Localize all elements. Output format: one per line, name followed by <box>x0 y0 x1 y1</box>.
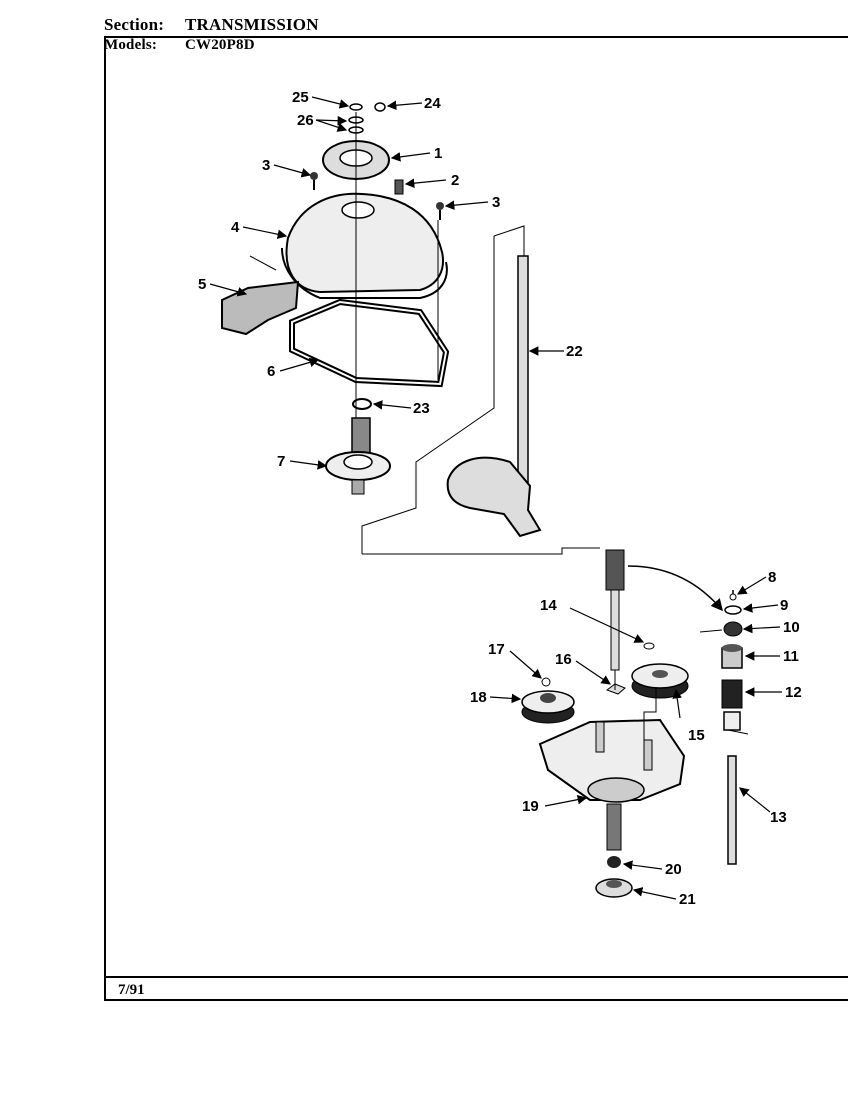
part-retainer-8 <box>729 590 737 601</box>
part-crank-gear-15 <box>631 663 689 699</box>
part-gear-case-cover-4 <box>281 192 448 299</box>
callout-8: 8 <box>768 569 776 586</box>
callout-13: 13 <box>770 809 787 826</box>
callout-18: 18 <box>470 689 487 706</box>
callout-25: 25 <box>292 89 309 106</box>
callout-6: 6 <box>267 363 275 380</box>
part-agitator-shaft-13 <box>723 711 741 865</box>
part-washer-14 <box>643 642 655 650</box>
part-bearing-20 <box>607 856 621 868</box>
part-retainer-17 <box>541 677 551 687</box>
callout-3b: 3 <box>492 194 500 211</box>
section-label: Section: <box>104 15 165 34</box>
part-cam-11 <box>721 644 743 669</box>
callout-2: 2 <box>451 172 459 189</box>
callout-26: 26 <box>297 112 314 129</box>
callout-4: 4 <box>231 219 240 236</box>
part-screw-3a <box>310 172 318 190</box>
part-retainer-25 <box>349 103 363 111</box>
callout-12: 12 <box>785 684 802 701</box>
callout-5: 5 <box>198 276 206 293</box>
callout-22: 22 <box>566 343 583 360</box>
callout-24: 24 <box>424 95 441 112</box>
part-drive-gear-18 <box>521 690 575 724</box>
callout-23: 23 <box>413 400 430 417</box>
callout-9: 9 <box>780 597 788 614</box>
part-screw-3b <box>436 202 444 220</box>
callout-11: 11 <box>783 648 799 665</box>
part-bushing-10 <box>723 621 743 637</box>
part-input-shaft <box>605 549 625 671</box>
part-washer-16 <box>605 683 626 695</box>
callout-labels: 25 26 24 1 2 3 3 4 5 6 23 7 22 8 9 10 11 <box>198 89 802 908</box>
diagram-frame <box>104 36 848 1001</box>
callout-20: 20 <box>665 861 682 878</box>
callout-15: 15 <box>688 727 705 744</box>
callout-16: 16 <box>555 651 572 668</box>
lower-leader-lines <box>614 629 749 740</box>
footer-date: 7/91 <box>118 982 145 998</box>
section-value: TRANSMISSION <box>185 15 319 34</box>
part-gear-case-19 <box>538 718 686 851</box>
callout-14: 14 <box>540 597 557 614</box>
callout-7: 7 <box>277 453 285 470</box>
part-shift-rod-22 <box>446 255 542 538</box>
callout-10: 10 <box>783 619 800 636</box>
part-shield-5 <box>221 280 300 336</box>
part-seal-cap-21 <box>595 878 633 898</box>
models-value: CW20P8D <box>185 37 255 53</box>
part-o-ring-23 <box>352 398 372 410</box>
callout-17: 17 <box>488 641 505 658</box>
part-nut-24 <box>374 102 386 112</box>
footer-rule-bottom <box>104 999 848 1001</box>
models-label: Models: <box>104 37 158 53</box>
footer-rule-top <box>104 976 848 978</box>
callout-1: 1 <box>434 145 442 162</box>
part-washer-9 <box>724 605 742 615</box>
callout-21: 21 <box>679 891 696 908</box>
part-pinion-gear-12 <box>721 679 743 709</box>
transfer-arrow <box>627 565 723 612</box>
assembly-leader-lines <box>249 112 600 555</box>
part-gasket-6 <box>289 298 450 388</box>
part-spin-tube-flange-7 <box>325 417 391 495</box>
part-plug-2 <box>394 179 404 195</box>
callout-19: 19 <box>522 798 539 815</box>
callout-3a: 3 <box>262 157 270 174</box>
